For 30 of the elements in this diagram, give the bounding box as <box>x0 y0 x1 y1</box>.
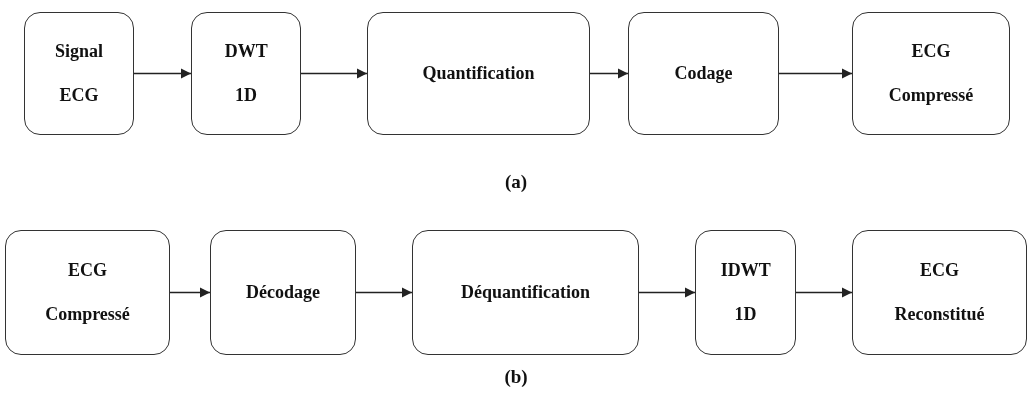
process-box <box>695 230 796 355</box>
arrow <box>169 287 211 298</box>
process-box <box>5 230 170 355</box>
box-label: ECG Reconstitué <box>894 259 985 326</box>
arrow <box>795 287 853 298</box>
process-box <box>191 12 301 135</box>
box-label: Déquantification <box>461 280 590 304</box>
process-box <box>24 12 134 135</box>
arrow <box>355 287 413 298</box>
process-box <box>412 230 639 355</box>
box-label: Signal ECG <box>55 40 103 107</box>
arrow <box>300 68 368 79</box>
box-label: DWT 1D <box>224 40 268 107</box>
process-box <box>852 12 1010 135</box>
arrow <box>589 68 629 79</box>
process-box <box>628 12 779 135</box>
box-label: ECG Compressé <box>888 40 974 107</box>
box-label: Quantification <box>422 61 535 85</box>
process-box <box>210 230 356 355</box>
box-label: IDWT 1D <box>720 259 771 326</box>
arrow <box>638 287 696 298</box>
panel-caption: (b) <box>504 366 528 388</box>
box-label: Codage <box>674 61 733 85</box>
process-box <box>852 230 1027 355</box>
panel-caption: (a) <box>504 171 528 193</box>
arrow <box>133 68 192 79</box>
arrow <box>778 68 853 79</box>
box-label: Décodage <box>246 280 320 304</box>
process-box <box>367 12 590 135</box>
box-label: ECG Compressé <box>45 259 130 326</box>
